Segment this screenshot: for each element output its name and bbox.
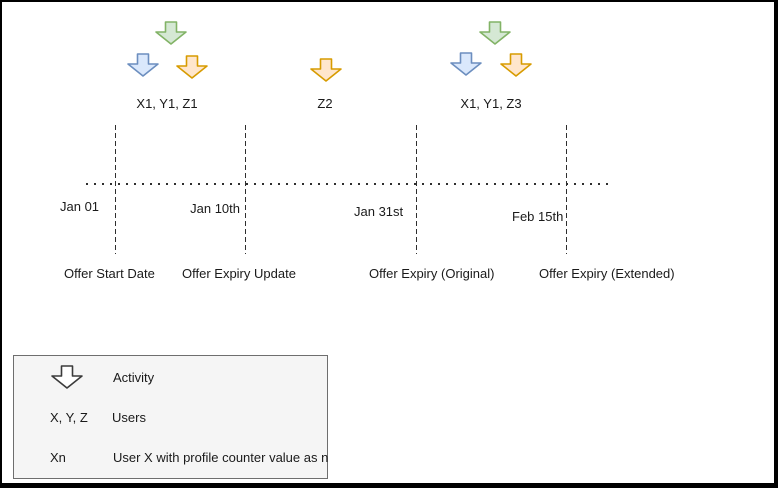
arrow-shape (176, 55, 208, 79)
arrow-shape (500, 53, 532, 77)
arrow-shape (51, 365, 83, 389)
event-label: Offer Start Date (64, 266, 155, 281)
arrow-shape (127, 53, 159, 77)
legend-activity-label: Activity (113, 370, 155, 385)
event-date: Jan 31st (354, 204, 404, 219)
timeline-dotted-line (86, 183, 614, 185)
event-marker-line (245, 125, 246, 254)
event-marker-line (416, 125, 417, 254)
legend-box: Activity X, Y, Z Users Xn User X with pr… (13, 355, 328, 479)
activity-arrow-icon-green (479, 21, 511, 45)
arrow-shape (450, 52, 482, 76)
event-marker-line (115, 125, 116, 254)
arrow-shape (479, 21, 511, 45)
event-label: Offer Expiry (Extended) (539, 266, 675, 281)
activity-arrow-icon-orange (310, 58, 342, 82)
activity-arrow-icon-orange (500, 53, 532, 77)
activity-arrow-icon-green (155, 21, 187, 45)
event-label: Offer Expiry (Original) (369, 266, 495, 281)
event-date: Jan 01 (60, 199, 100, 214)
legend-counter-symbol: Xn (50, 450, 66, 465)
activity-arrow-icon-orange (176, 55, 208, 79)
event-date: Feb 15th (512, 209, 564, 224)
legend-counter-label: User X with profile counter value as n (113, 450, 329, 465)
arrow-shape (310, 58, 342, 82)
event-marker-line (566, 125, 567, 254)
activity-group-label: X1, Y1, Z1 (136, 96, 198, 111)
legend-users-label: Users (112, 410, 146, 425)
activity-arrow-icon-blue (450, 52, 482, 76)
event-label: Offer Expiry Update (182, 266, 296, 281)
arrow-shape (155, 21, 187, 45)
legend-users-symbol: X, Y, Z (50, 410, 88, 425)
event-date: Jan 10th (190, 201, 240, 216)
activity-group-label: Z2 (317, 96, 333, 111)
activity-arrow-icon-blue (127, 53, 159, 77)
activity-group-label: X1, Y1, Z3 (460, 96, 522, 111)
legend-activity-arrow-icon (51, 365, 83, 389)
